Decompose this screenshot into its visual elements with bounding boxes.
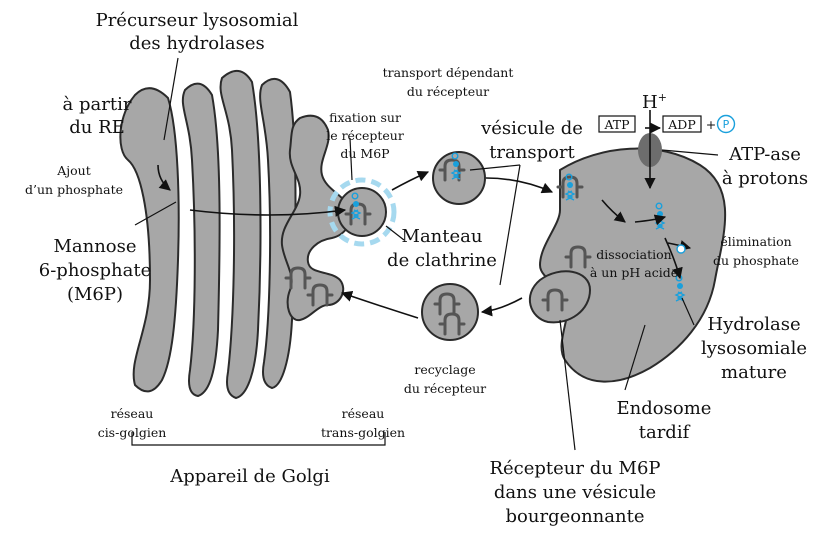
m6p-label-1: Mannose (53, 236, 136, 257)
endosome-label-1: Endosome (617, 398, 712, 419)
adp-label: ADP (667, 117, 695, 132)
dissociation-label-2: à un pH acide (590, 265, 678, 280)
trans-label-2: trans-golgien (321, 425, 405, 440)
elimination-label-1: élimination (720, 234, 791, 249)
cisterna-3 (221, 71, 261, 398)
phosphate-add-label-1: Ajout (56, 163, 91, 178)
cisterna-2 (183, 84, 220, 396)
m6p-label-2: 6-phosphate (39, 260, 151, 281)
endosome-label-2: tardif (639, 422, 691, 443)
m6p-label-3: (M6P) (67, 284, 123, 305)
from-re-label-2: du RE (69, 117, 125, 138)
precursor-label-2: des hydrolases (129, 33, 264, 54)
elimination-label-2: du phosphate (713, 253, 799, 268)
released-phosphate-icon (677, 245, 685, 253)
precursor-label-1: Précurseur lysosomial (96, 10, 299, 31)
cis-label-1: réseau (111, 406, 154, 421)
receptor-label-2: dans une vésicule (494, 482, 656, 503)
binding-label-2: le récepteur (326, 128, 404, 143)
transport-dependent-label-2: du récepteur (407, 84, 489, 99)
clathrin-label-2: de clathrine (387, 250, 497, 271)
p-label: P (723, 118, 730, 131)
vesicle-label-1: vésicule de (480, 118, 583, 139)
recycling-vesicle (422, 284, 478, 340)
recycling-label-1: recyclage (414, 362, 475, 377)
receptor-label-1: Récepteur du M6P (489, 458, 660, 479)
phosphate-add-label-2: d’un phosphate (25, 182, 123, 197)
cis-label-2: cis-golgien (98, 425, 167, 440)
clathrin-label-1: Manteau (402, 226, 483, 247)
dissociation-label-1: dissociation (596, 247, 671, 262)
trans-label-1: réseau (342, 406, 385, 421)
golgi-label: Appareil de Golgi (169, 466, 330, 487)
hydrolase-label-2: lysosomiale (701, 338, 807, 359)
hplus-label: H+ (642, 91, 667, 113)
hydrolase-label-3: mature (721, 362, 787, 383)
transport-vesicle (433, 152, 485, 204)
vesicle-label-2: transport (489, 142, 575, 163)
atpase-label-1: ATP-ase (728, 144, 801, 165)
transport-dependent-label-1: transport dépendant (383, 65, 514, 80)
hydrolase-label-1: Hydrolase (707, 314, 800, 335)
binding-label-3: du M6P (340, 146, 389, 161)
binding-label-1: fixation sur (329, 110, 401, 125)
from-re-label-1: à partir (63, 94, 132, 115)
atpase-label-2: à protons (722, 168, 808, 189)
receptor-label-3: bourgeonnante (506, 506, 645, 527)
recycling-label-2: du récepteur (404, 381, 486, 396)
atp-label: ATP (603, 117, 629, 132)
golgi-apparatus (120, 71, 351, 398)
plus-label: + (706, 117, 716, 132)
